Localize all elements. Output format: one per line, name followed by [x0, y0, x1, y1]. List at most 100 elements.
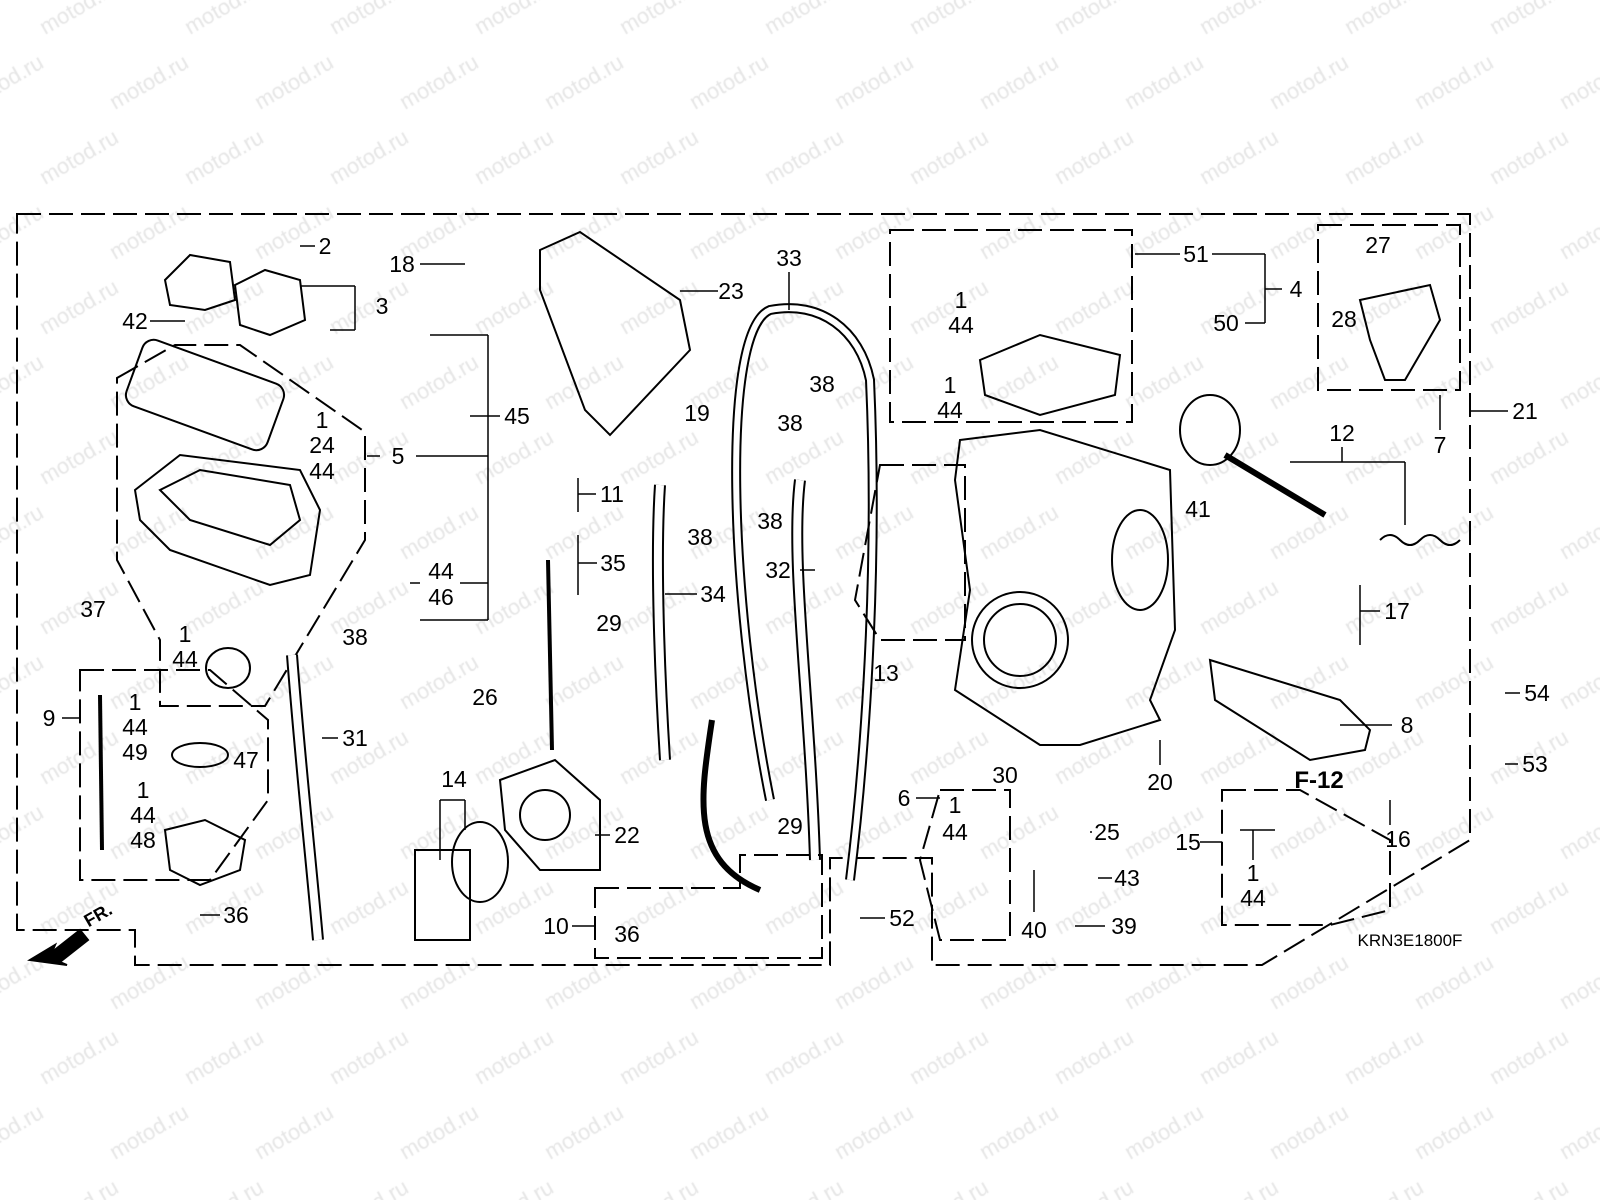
part-number-label: 31 [342, 725, 368, 751]
throttle-link-group [853, 464, 966, 641]
part-number-label: 39 [1111, 913, 1137, 939]
vent-hose-33-inner [733, 305, 876, 881]
part-number-label: 36 [614, 921, 640, 947]
part-number-label: 19 [684, 400, 710, 426]
part-number-label: 23 [718, 278, 744, 304]
part-number-label: 29 [777, 813, 803, 839]
part-number-label: 44 [172, 646, 198, 672]
part-number-label: 11 [600, 481, 624, 507]
part-number-label: 1 [128, 689, 142, 715]
part-number-label: 22 [614, 822, 640, 848]
part-number-label: 44 [428, 558, 454, 584]
leader-lines [62, 245, 1520, 927]
throttle-cable [700, 719, 762, 893]
part-number-label: 41 [1185, 496, 1211, 522]
link-group [1317, 224, 1461, 391]
part-number-label: 52 [889, 905, 915, 931]
needle-jet-group [918, 789, 1011, 941]
part-number-label: 54 [1524, 680, 1550, 706]
part-number-label: 44 [942, 819, 968, 845]
part-number-label: 38 [757, 508, 783, 534]
part-number-label: 38 [687, 524, 713, 550]
part-number-label: 44 [937, 397, 963, 423]
idle-screw-group [1208, 658, 1372, 762]
reference-label: F-12 [1294, 767, 1344, 794]
carburetor-bore [971, 591, 1069, 689]
part-number-label: 14 [441, 766, 467, 792]
part-number-label: 24 [309, 432, 335, 458]
o-ring [451, 821, 509, 903]
part-number-label: 49 [122, 739, 148, 765]
part-number-label: 29 [596, 610, 622, 636]
carburetor-body [953, 428, 1177, 746]
part-number-label: 42 [122, 308, 148, 334]
part-number-label: 33 [776, 245, 802, 271]
pump-cover [163, 818, 247, 887]
part-number-label: 30 [992, 762, 1018, 788]
hot-start-knob [1179, 394, 1241, 466]
part-number-label: 21 [1512, 398, 1538, 424]
part-number-label: 1 [948, 792, 962, 818]
pump-rod [98, 694, 104, 851]
top-cover-2 [233, 268, 307, 337]
part-number-label: 27 [1365, 232, 1391, 258]
part-number-label: 7 [1433, 432, 1447, 458]
part-number-label: 47 [233, 747, 259, 773]
front-arrow [27, 928, 90, 966]
top-cover [163, 253, 237, 312]
diaphragm [171, 742, 229, 768]
part-number-label: 44 [1240, 885, 1266, 911]
part-number-label: 45 [504, 403, 530, 429]
part-number-label: 38 [342, 624, 368, 650]
part-number-label: 37 [80, 596, 106, 622]
link-bracket [1358, 283, 1442, 381]
part-number-label: 17 [1384, 598, 1410, 624]
part-number-label: 46 [428, 584, 454, 610]
cable-holder-group [594, 854, 823, 959]
part-number-label: 36 [223, 902, 249, 928]
float-bowl-inner [158, 468, 302, 547]
spring [1379, 534, 1461, 546]
hose-34-inner [653, 484, 669, 761]
part-number-label: 32 [765, 557, 791, 583]
part-number-label: 44 [309, 458, 335, 484]
needle [546, 559, 554, 751]
part-number-label: 4 [1289, 276, 1303, 302]
top-cap [978, 333, 1122, 417]
part-number-label: 38 [777, 410, 803, 436]
part-number-label: 3 [375, 293, 389, 319]
part-number-label: 26 [472, 684, 498, 710]
float-chamber-group [116, 344, 366, 707]
part-number-label: 16 [1385, 826, 1411, 852]
part-number-label: 12 [1329, 420, 1355, 446]
diagram-code: KRN3E1800F [1357, 931, 1463, 950]
throttle-cover [539, 230, 692, 437]
carburetor-bore-inner [983, 603, 1057, 677]
part-number-label: 13 [873, 660, 899, 686]
part-number-label: 35 [600, 550, 626, 576]
part-number-label: 6 [897, 785, 911, 811]
part-number-label: 10 [543, 913, 569, 939]
top-cap-group [889, 229, 1133, 423]
part-number-label: 1 [1246, 860, 1260, 886]
seal [205, 647, 251, 689]
part-number-label: 18 [389, 251, 415, 277]
part-number-label: 51 [1183, 241, 1209, 267]
part-number-label: 34 [700, 581, 726, 607]
part-number-label: 1 [943, 372, 957, 398]
insulator [498, 758, 601, 871]
part-number-label: 44 [130, 802, 156, 828]
part-number-label: 43 [1114, 865, 1140, 891]
part-number-label: 1 [315, 407, 329, 433]
part-number-label: 44 [948, 312, 974, 338]
part-number-label: 9 [42, 705, 56, 731]
hose-31-inner [288, 654, 322, 941]
hot-start-shaft [1223, 452, 1327, 518]
part-number-label: 25 [1094, 819, 1120, 845]
hose-32-inner [793, 479, 819, 861]
part-number-label: 1 [136, 777, 150, 803]
part-number-label: 44 [122, 714, 148, 740]
part-number-label: 53 [1522, 751, 1548, 777]
